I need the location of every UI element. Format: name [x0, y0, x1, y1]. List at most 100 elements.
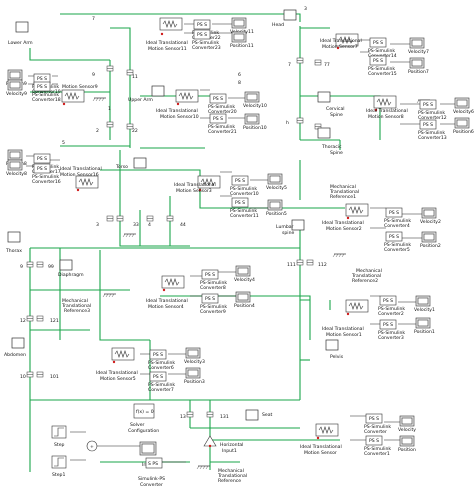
motion-sensor-10[interactable] — [175, 89, 199, 106]
scope-label: Velocity — [398, 427, 416, 433]
mass-lumbar[interactable] — [291, 219, 305, 231]
scope-label: Position5 — [266, 211, 287, 217]
step-block[interactable] — [51, 425, 67, 439]
mass-thoracic[interactable] — [317, 127, 331, 139]
scope-block[interactable]: Velocity7 — [408, 37, 429, 55]
motion-sensor-7[interactable] — [335, 33, 359, 50]
solver-config-block[interactable]: f(x) = 0 — [133, 403, 155, 419]
scope-block[interactable]: Position2 — [420, 231, 441, 249]
converter-ps-s-label: PS S — [37, 166, 47, 172]
sensor-9-label: Motion Sensor9 — [62, 84, 98, 90]
scope-block[interactable]: Velocity3 — [184, 347, 205, 365]
reference-ground-3[interactable] — [122, 233, 137, 238]
motion-sensor-8[interactable] — [373, 95, 397, 112]
mass-thorax[interactable] — [7, 231, 21, 243]
scope-block[interactable]: Velocity9 — [6, 79, 27, 97]
sensor-2-label: Ideal Translational — [322, 220, 364, 226]
reference-ground-6[interactable] — [196, 465, 211, 470]
solver-label: Solver — [130, 422, 145, 428]
scope-block[interactable]: Position5 — [266, 199, 287, 217]
mass-seat[interactable] — [245, 409, 259, 421]
input-block[interactable] — [139, 441, 157, 456]
sensor-4-label: Ideal Translational — [146, 298, 188, 304]
sensor-7-label-b: Motion Sensor7 — [322, 44, 358, 50]
converter-ps-s-label: PS S — [235, 200, 245, 206]
motion-sensor-2[interactable] — [345, 203, 369, 220]
motion-sensor-11[interactable] — [159, 17, 183, 36]
scope-label: Velocity9 — [6, 91, 27, 97]
scope-block[interactable]: Velocity6 — [453, 97, 474, 115]
simulink-ps-label: Simulink-PS — [138, 476, 165, 482]
scope-block[interactable]: Velocity1 — [414, 295, 435, 313]
scope-block[interactable]: Position1 — [414, 317, 435, 335]
scope-block[interactable]: Position3 — [184, 367, 205, 385]
mass-pelvis[interactable] — [325, 339, 339, 351]
horizontal-input-block[interactable] — [203, 435, 217, 448]
motion-sensor-16[interactable] — [75, 175, 99, 192]
mass-lower-arm[interactable] — [15, 21, 29, 33]
scope-block[interactable]: Velocity10 — [243, 91, 267, 109]
mass-head[interactable] — [283, 9, 297, 21]
step1-block[interactable] — [51, 455, 67, 469]
scope-block[interactable]: Velocity5 — [266, 173, 287, 191]
mass-cervical[interactable] — [317, 91, 331, 103]
converter-label: Converter3 — [378, 335, 404, 341]
reference-label-3b: Translational — [61, 303, 91, 309]
mass-diaphragm[interactable] — [59, 259, 73, 271]
scope-block[interactable]: Velocity — [398, 415, 416, 433]
scope-block[interactable]: Position11 — [230, 31, 254, 49]
scope-label: Position4 — [234, 303, 255, 309]
converter-ps-s-label: PS S — [197, 32, 207, 38]
reference-ground-4[interactable] — [332, 253, 347, 258]
scope-block[interactable]: Velocity2 — [420, 207, 441, 225]
scope-block[interactable]: Position — [398, 435, 416, 453]
motion-sensor-9[interactable] — [61, 89, 85, 106]
mass-torso[interactable] — [133, 157, 147, 169]
converter-label: PS-Simulink — [230, 186, 257, 192]
link-label-131: 131 — [220, 414, 229, 420]
motion-sensors: Ideal Translational Motion Sensor11 Idea… — [60, 17, 408, 456]
motion-sensor-4[interactable] — [161, 275, 185, 292]
converter-label: PS-Simulink — [378, 306, 405, 312]
label-torso: Torso — [115, 164, 128, 170]
scope-block[interactable]: Position7 — [408, 57, 429, 75]
reference-ground-5[interactable] — [102, 293, 117, 298]
mass-abdomen[interactable] — [11, 337, 25, 349]
scope-block[interactable]: Position4 — [234, 291, 255, 309]
motion-sensor-3[interactable] — [197, 175, 221, 192]
label-seat: Seat — [262, 412, 273, 418]
motion-sensor-5[interactable] — [111, 347, 135, 364]
sum-block[interactable]: + — [86, 440, 98, 452]
scope-block[interactable]: Velocity4 — [234, 265, 255, 283]
converter-label: Converter5 — [384, 247, 410, 253]
mass-upper-arm[interactable] — [151, 85, 165, 97]
scope-block[interactable]: Position6 — [453, 117, 474, 135]
scope-label: Position11 — [230, 43, 254, 49]
simulink-ps-converter[interactable]: S PS — [145, 457, 163, 469]
reference-ground-1[interactable] — [92, 97, 107, 102]
motion-sensor-main[interactable] — [315, 423, 339, 440]
scope-block[interactable]: Velocity8 — [6, 159, 27, 177]
motion-sensor-1[interactable] — [345, 299, 369, 316]
scope-block[interactable]: Position10 — [243, 113, 267, 131]
